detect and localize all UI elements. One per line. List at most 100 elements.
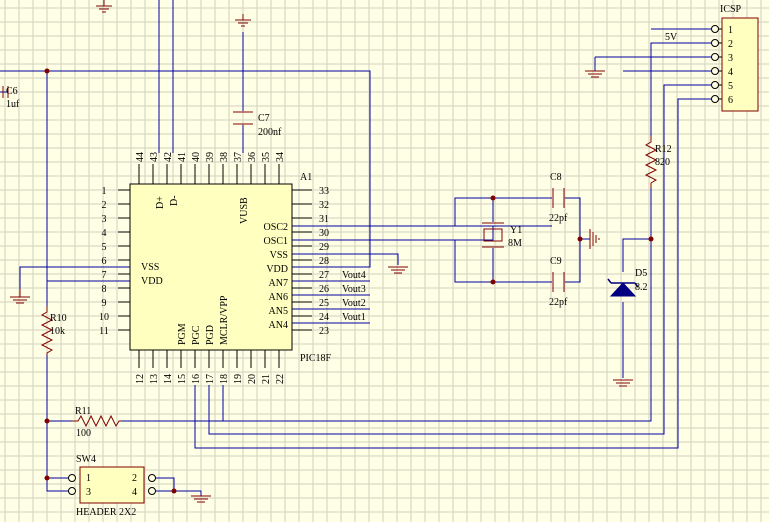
chip-pin-number: 26 bbox=[319, 284, 329, 295]
chip-pin-number: 18 bbox=[219, 374, 230, 384]
resistor-r11: R11 100 bbox=[72, 406, 122, 439]
chip-pin-number: 34 bbox=[275, 152, 286, 162]
chip-pin-number: 44 bbox=[135, 152, 146, 162]
sw4-pin4: 4 bbox=[132, 487, 137, 498]
crystal-body bbox=[483, 228, 503, 242]
zener-d5: D5 8.2 bbox=[607, 268, 648, 297]
sw4-pin1: 1 bbox=[86, 473, 91, 484]
chip-pin-number: 21 bbox=[261, 374, 272, 384]
junction-dot bbox=[44, 475, 50, 481]
sw4-pin-circle bbox=[68, 474, 76, 482]
sw4-name: SW4 bbox=[76, 454, 96, 465]
chip-pin-number: 19 bbox=[233, 374, 244, 384]
chip-body bbox=[129, 183, 293, 351]
icsp-pin-circle bbox=[711, 81, 719, 89]
chip-pin-label: OSC1 bbox=[264, 236, 288, 247]
junction-dot bbox=[648, 236, 654, 242]
chip-pin-number: 1 bbox=[102, 186, 107, 197]
resistor-r10: R10 10k bbox=[40, 306, 67, 355]
chip-pin-number: 7 bbox=[102, 270, 107, 281]
wires bbox=[0, 0, 712, 496]
chip-pin-number: 32 bbox=[319, 200, 329, 211]
r10-value: 10k bbox=[50, 326, 65, 337]
icsp-pin-number: 6 bbox=[728, 95, 733, 106]
r11-value: 100 bbox=[76, 428, 91, 439]
ground-icon bbox=[235, 14, 251, 27]
net-vout2: Vout2 bbox=[342, 298, 366, 309]
chip-pin-label: PGC bbox=[191, 325, 202, 345]
vout-labels: Vout4 Vout3 Vout2 Vout1 bbox=[342, 270, 366, 323]
ground-symbols bbox=[10, 0, 633, 503]
c7-value: 200nf bbox=[258, 127, 282, 138]
junction-dot bbox=[44, 68, 50, 74]
chip-pin-number: 2 bbox=[102, 200, 107, 211]
chip-pin-number: 37 bbox=[233, 152, 244, 162]
chip-pin-label: OSC2 bbox=[264, 222, 288, 233]
chip-pin-number: 39 bbox=[205, 152, 216, 162]
ground-icon bbox=[613, 379, 633, 387]
r12-name: R12 bbox=[655, 144, 672, 155]
y1-value: 8M bbox=[508, 238, 522, 249]
sw4-footprint: HEADER 2X2 bbox=[76, 507, 136, 518]
pin-label-vdd: VDD bbox=[141, 276, 163, 287]
chip-pin-number: 5 bbox=[102, 242, 107, 253]
chip-pin-number: 15 bbox=[177, 374, 188, 384]
chip-pin-number: 36 bbox=[247, 152, 258, 162]
crystal-y1: Y1 8M bbox=[482, 222, 522, 249]
chip-pin-number: 8 bbox=[102, 284, 107, 295]
junctions bbox=[44, 68, 654, 494]
chip-pin-number: 4 bbox=[102, 228, 107, 239]
icsp-pin-number: 1 bbox=[728, 25, 733, 36]
chip-pin-number: 10 bbox=[99, 312, 109, 323]
c8-name: C8 bbox=[550, 172, 562, 183]
sw4-pin-circle bbox=[148, 474, 156, 482]
chip-pin-number: 9 bbox=[102, 298, 107, 309]
chip-pin-number: 23 bbox=[319, 326, 329, 337]
zener-body bbox=[609, 282, 637, 297]
y1-name: Y1 bbox=[510, 225, 522, 236]
chip-pin-label: AN5 bbox=[269, 306, 288, 317]
chip-pin-number: 33 bbox=[319, 186, 329, 197]
chip-pin-number: 20 bbox=[247, 374, 258, 384]
chip-pin-label: MCLR/VPP bbox=[219, 295, 230, 345]
c6-name: C6 bbox=[6, 86, 18, 97]
capacitor-c6: C6 1uf bbox=[2, 86, 20, 110]
chip-pin-number: 29 bbox=[319, 242, 329, 253]
chip-pin-number: 17 bbox=[205, 374, 216, 384]
d5-name: D5 bbox=[635, 268, 647, 279]
junction-dot bbox=[490, 279, 496, 285]
r11-name: R11 bbox=[75, 406, 91, 417]
chip-pin-number: 13 bbox=[149, 374, 160, 384]
chip-pin-number: 30 bbox=[319, 228, 329, 239]
chip-pin-label: AN7 bbox=[269, 278, 288, 289]
chip-pin-label: VDD bbox=[266, 264, 288, 275]
d5-value: 8.2 bbox=[635, 282, 648, 293]
sw4-body bbox=[79, 466, 145, 504]
ground-icon bbox=[388, 266, 408, 274]
chip-pin-number: 24 bbox=[319, 312, 329, 323]
capacitor-c7: C7 200nf bbox=[233, 111, 282, 138]
chip-pin-number: 14 bbox=[163, 374, 174, 384]
sw4-pin-circle bbox=[68, 487, 76, 495]
icsp-pin-circle bbox=[711, 95, 719, 103]
capacitor-c8: C8 22pf bbox=[549, 172, 568, 224]
junction-dot bbox=[171, 488, 177, 494]
pin-label-vusb: VUSB bbox=[239, 197, 250, 224]
r10-name: R10 bbox=[50, 313, 67, 324]
icsp-title: ICSP bbox=[720, 4, 742, 15]
icsp-pin-circle bbox=[711, 25, 719, 33]
pin-label-vss: VSS bbox=[141, 262, 159, 273]
chip-pin-number: 38 bbox=[219, 152, 230, 162]
sw4-pin2: 2 bbox=[132, 473, 137, 484]
capacitor-c9: C9 22pf bbox=[549, 256, 568, 308]
chip-pin-number: 41 bbox=[177, 152, 188, 162]
icsp-pin-number: 2 bbox=[728, 39, 733, 50]
chip-pin-number: 12 bbox=[135, 374, 146, 384]
net-vout1: Vout1 bbox=[342, 312, 366, 323]
chip-pin-number: 25 bbox=[319, 298, 329, 309]
chip-pin-label: AN6 bbox=[269, 292, 288, 303]
ground-icon bbox=[589, 229, 600, 249]
chip-pin-number: 22 bbox=[275, 374, 286, 384]
